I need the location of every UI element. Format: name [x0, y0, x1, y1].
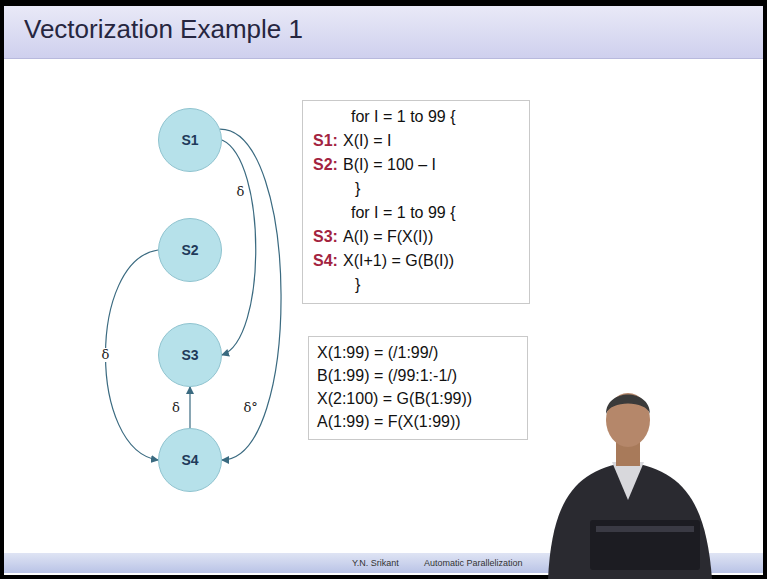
code-box: X(1:99) = (/1:99/) B(1:99) = (/99:1:-1/) X…: [308, 336, 528, 440]
code-text: A(1:99) = F(X(1:99)): [317, 413, 461, 430]
code-text: X(1:99) = (/1:99/): [317, 344, 438, 361]
statement-label: S3:: [313, 225, 343, 249]
code-line: B(1:99) = (/99:1:-1/): [317, 364, 515, 387]
footer-text: Automatic Parallelization: [424, 557, 523, 569]
code-text: X(I) = I: [343, 132, 391, 149]
code-text: X(2:100) = G(B(1:99)): [317, 390, 472, 407]
code-line: A(1:99) = F(X(1:99)): [317, 410, 515, 433]
dependence-label: δ°: [242, 401, 260, 415]
code-line: }: [311, 273, 517, 297]
footer-text: Y.N. Srikant: [352, 557, 399, 569]
dependence-label: δ: [100, 348, 112, 362]
code-box: for I = 1 to 99 {S1:X(I) = IS2:B(I) = 10…: [302, 100, 530, 304]
code-line: X(2:100) = G(B(1:99)): [317, 387, 515, 410]
dependence-arrow: [220, 129, 281, 460]
statement-label: S2:: [313, 153, 343, 177]
statement-name: S4: [181, 452, 198, 468]
dependence-label: δ: [234, 185, 246, 199]
statement-node: S2: [158, 218, 222, 282]
statement-name: S2: [181, 242, 198, 258]
code-text: B(1:99) = (/99:1:-1/): [317, 367, 457, 384]
code-text: A(I) = F(X(I)): [343, 228, 433, 245]
statement-name: S1: [181, 132, 198, 148]
code-line: X(1:99) = (/1:99/): [317, 341, 515, 364]
code-text: for I = 1 to 99 {: [351, 204, 456, 221]
slide-title: Vectorization Example 1: [24, 14, 303, 45]
dependence-arrow: [222, 140, 256, 355]
code-line: }: [311, 177, 517, 201]
dependence-arrow: [189, 387, 190, 428]
code-text: X(I+1) = G(B(I)): [343, 252, 454, 269]
code-line: for I = 1 to 99 {: [311, 201, 517, 225]
code-text: }: [355, 180, 360, 197]
statement-label: S1:: [313, 129, 343, 153]
statement-node: S4: [158, 428, 222, 492]
statement-node: S1: [158, 108, 222, 172]
statement-node: S3: [158, 323, 222, 387]
statement-label: S4:: [313, 249, 343, 273]
dependence-label: δ: [170, 401, 182, 415]
code-line: S3:A(I) = F(X(I)): [311, 225, 517, 249]
code-line: S2:B(I) = 100 – I: [311, 153, 517, 177]
code-line: S1:X(I) = I: [311, 129, 517, 153]
code-line: S4:X(I+1) = G(B(I)): [311, 249, 517, 273]
statement-name: S3: [181, 347, 198, 363]
code-text: for I = 1 to 99 {: [351, 108, 456, 125]
code-line: for I = 1 to 99 {: [311, 105, 517, 129]
dependence-arrow: [106, 250, 159, 460]
code-text: }: [355, 276, 360, 293]
code-text: B(I) = 100 – I: [343, 156, 436, 173]
